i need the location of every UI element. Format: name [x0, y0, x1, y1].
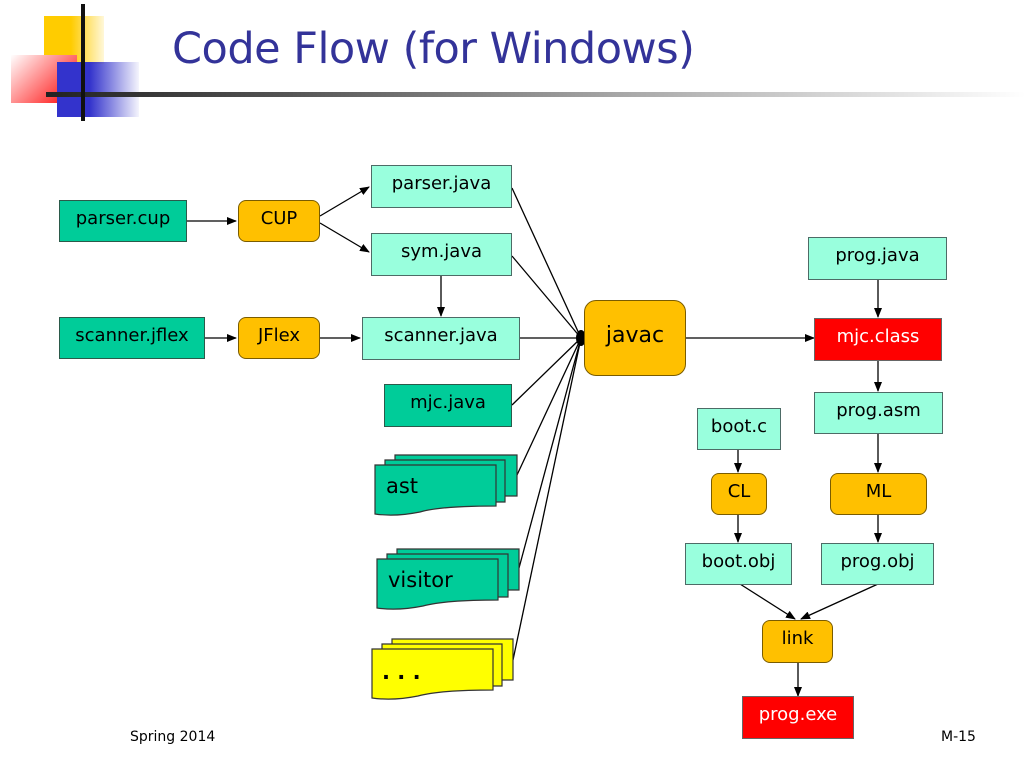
doc-label-visitor: visitor [388, 568, 453, 592]
node-scanner-java: scanner.java [362, 317, 520, 360]
edge-mjcjava-javac [511, 337, 582, 406]
doc-label-more: . . . [382, 660, 421, 684]
doc-label-ast: ast [386, 474, 419, 498]
node-parser-cup: parser.cup [59, 200, 187, 242]
node-mjc-class: mjc.class [814, 318, 942, 361]
title-underline [46, 92, 1024, 97]
edge-cup-parserjava [319, 186, 370, 217]
node-boot-c: boot.c [697, 408, 781, 450]
edge-ast-javac [516, 337, 582, 476]
node-boot-obj: boot.obj [685, 543, 792, 585]
footer-date: Spring 2014 [130, 729, 216, 745]
slide-title: Code Flow (for Windows) [172, 24, 695, 74]
node-parser-java: parser.java [371, 165, 512, 208]
node-ml-tool: ML [830, 473, 927, 515]
node-cup-tool: CUP [238, 200, 320, 242]
node-prog-java: prog.java [808, 237, 947, 280]
node-prog-exe: prog.exe [742, 696, 854, 739]
javac-junction-dot [576, 330, 586, 346]
node-cl-tool: CL [711, 473, 767, 515]
node-sym-java: sym.java [371, 233, 512, 276]
decor-vertical-line [81, 4, 85, 121]
footer-slide-number: M-15 [941, 729, 976, 745]
edge-progobj-link [800, 583, 879, 620]
node-javac-tool: javac [584, 300, 686, 376]
doc-stack-more [371, 638, 514, 700]
node-link-tool: link [762, 620, 833, 663]
node-prog-asm: prog.asm [814, 392, 943, 434]
decor-blue-square [57, 62, 139, 117]
edge-visitor-javac [518, 337, 582, 569]
doc-stack-visitor [376, 548, 520, 610]
node-prog-obj: prog.obj [821, 543, 934, 585]
edge-more-javac [512, 337, 582, 661]
edge-bootobj-link [739, 583, 796, 620]
node-mjc-java: mjc.java [384, 384, 512, 427]
edge-symjava-javac [511, 255, 582, 339]
doc-stack-ast [374, 454, 518, 516]
node-scanner-jflex: scanner.jflex [59, 317, 205, 359]
node-jflex-tool: JFlex [238, 317, 320, 359]
edge-parserjava-javac [511, 187, 582, 339]
edge-cup-symjava [319, 222, 370, 253]
